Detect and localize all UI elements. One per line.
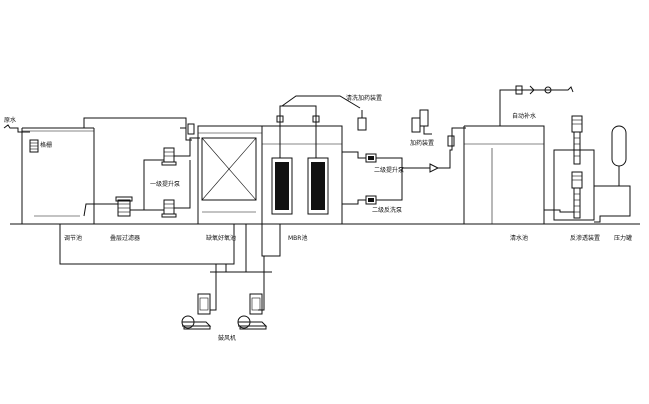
dosing-device-top <box>357 117 367 131</box>
overflow-pipe <box>83 117 187 140</box>
label-auto-supply: 自动补水 <box>512 112 536 120</box>
clear-tank <box>463 125 545 224</box>
label-blower: 鼓风机 <box>218 334 236 342</box>
label-ro-device: 反渗透装置 <box>570 234 600 242</box>
regulating-tank <box>21 127 95 224</box>
label-dosing-top: 清洗加药装置 <box>346 94 382 102</box>
label-inlet: 原水 <box>4 116 16 124</box>
label-dosing-right: 加药装置 <box>410 139 434 147</box>
label-filter: 叠层过滤器 <box>110 234 140 242</box>
label-pressure-tank: 压力罐 <box>614 234 632 242</box>
check-valve <box>429 163 440 173</box>
label-lift-pump: 一级提升泵 <box>150 180 180 188</box>
mbr-tank <box>261 125 343 225</box>
ro-membrane-lower <box>573 187 581 219</box>
blower-1-motor <box>197 293 211 315</box>
lift-pump-upper <box>163 147 175 163</box>
lift-pump-lower <box>163 199 175 215</box>
mbr-module-1 <box>271 157 293 215</box>
air-line-regulating <box>59 224 217 290</box>
label-regulating-tank: 调节池 <box>64 234 82 242</box>
anoxic-tank <box>197 125 263 225</box>
pipe-to-filter <box>83 203 118 217</box>
blower-2-motor <box>249 293 263 315</box>
label-suction-pump: 二级提升泵 <box>374 166 404 174</box>
label-grid: 格栅 <box>40 141 52 149</box>
lift-pipe <box>130 159 164 211</box>
label-mbr-tank: MBR池 <box>288 234 307 242</box>
pressure-tank <box>611 125 627 167</box>
auto-supply-pipe <box>499 86 574 126</box>
inlet-pipe <box>3 124 30 133</box>
anoxic-media <box>201 137 257 201</box>
label-anoxic-tank: 缺氧好氧池 <box>206 234 236 242</box>
label-backwash-pump: 二级反洗泵 <box>372 206 402 214</box>
label-clear-tank: 清水池 <box>510 234 528 242</box>
ro-membrane-upper <box>573 131 581 165</box>
dosing-device-right <box>411 117 421 133</box>
mbr-module-2 <box>307 157 329 215</box>
valve-box <box>187 123 195 135</box>
permeate-pipe <box>279 105 317 158</box>
pressure-tank-pipe <box>594 166 631 223</box>
